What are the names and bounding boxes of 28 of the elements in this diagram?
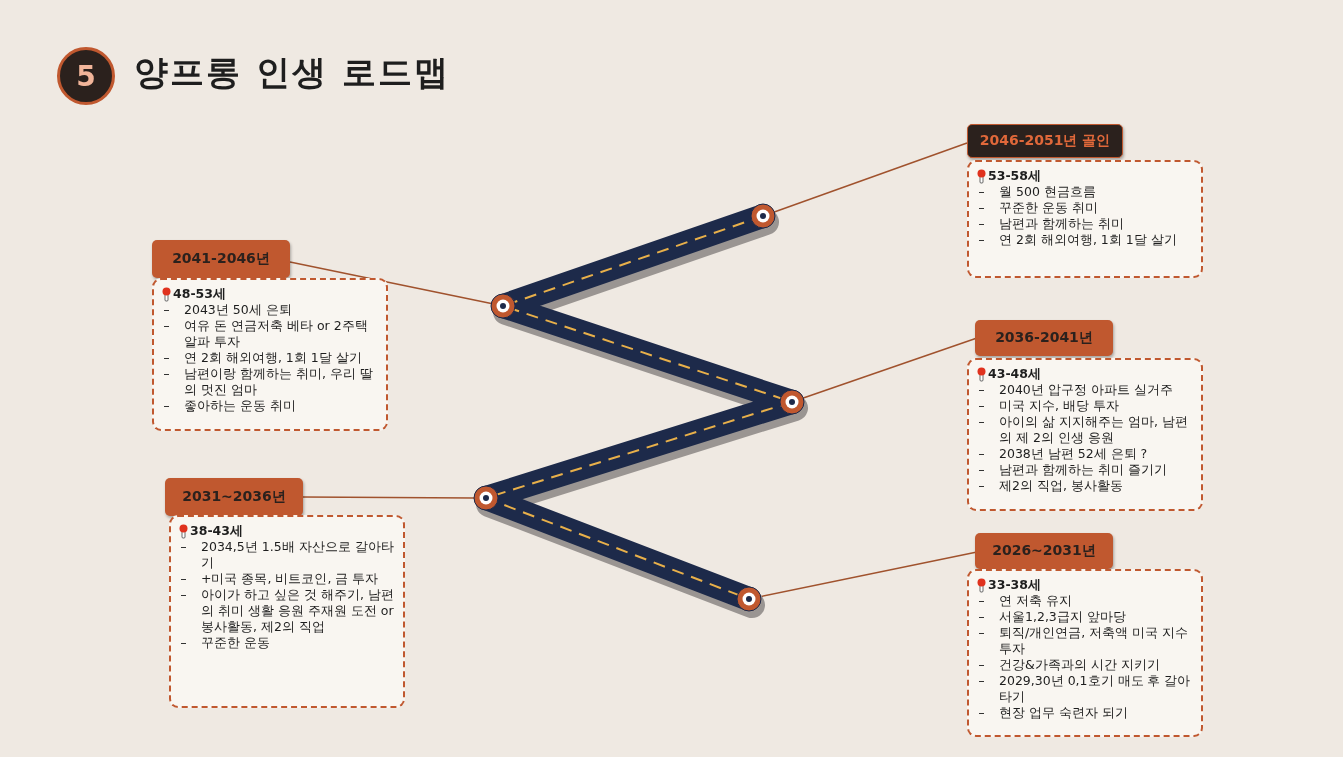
age-range: 48-53세 — [173, 286, 226, 302]
leader-line — [289, 261, 492, 305]
period-tag: 2026~2031년 — [975, 533, 1113, 569]
leader-line — [302, 496, 475, 499]
leader-line — [773, 142, 968, 213]
period-tag: 2031~2036년 — [165, 478, 303, 516]
period-tag: 2036-2041년 — [975, 320, 1113, 356]
list-item: 아이가 하고 싶은 것 해주기, 남편의 취미 생활 응원 주재원 도전 or 봉사활동, 제2의 직업 — [179, 587, 395, 635]
age-range: 53-58세 — [988, 168, 1041, 184]
age-range: 33-38세 — [988, 577, 1041, 593]
title: 양프롱 인생 로드맵 — [134, 51, 450, 94]
milestone-marker — [490, 293, 516, 319]
list-item: 2034,5년 1.5배 자산으로 갈아타기 — [179, 539, 395, 571]
period-tag: 2046-2051년 골인 — [967, 124, 1123, 158]
age-range: 38-43세 — [190, 523, 243, 539]
list-item: 2029,30년 0,1호기 매도 후 갈아타기 — [977, 673, 1193, 705]
milestone-marker — [750, 203, 776, 229]
milestone-card — [967, 358, 1203, 511]
milestone-card — [967, 569, 1203, 737]
milestone-marker — [473, 485, 499, 511]
period-tag: 2041-2046년 — [152, 240, 290, 278]
step-number-badge: 5 — [57, 47, 115, 105]
milestone-card — [152, 278, 388, 431]
milestone-card — [169, 515, 405, 708]
milestone-marker — [779, 389, 805, 415]
milestone-card — [967, 160, 1203, 278]
milestone-marker — [736, 586, 762, 612]
age-range: 43-48세 — [988, 366, 1041, 382]
